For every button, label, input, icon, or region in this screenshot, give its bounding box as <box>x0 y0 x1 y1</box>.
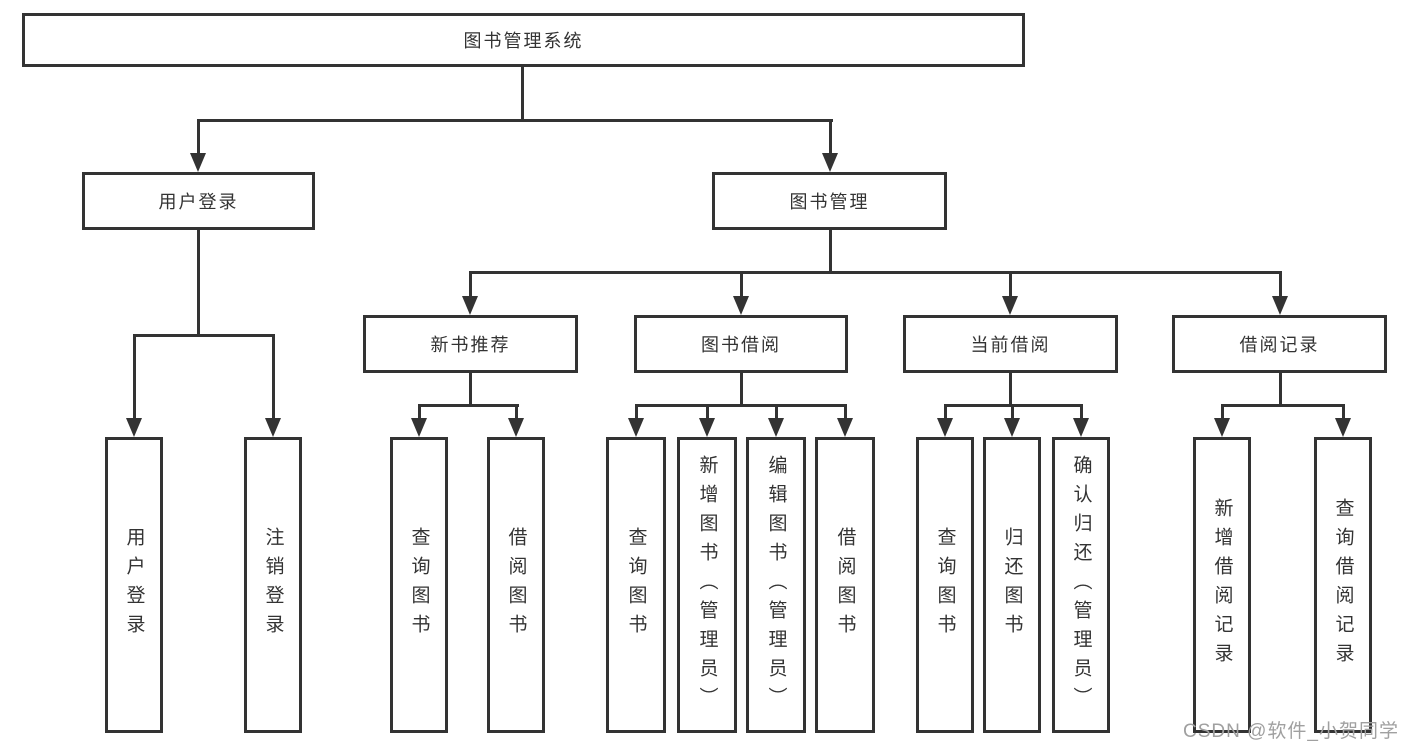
arrowhead-down <box>822 153 838 172</box>
node-borrow-records: 借阅记录 <box>1172 315 1387 373</box>
node-label: 图书管理 <box>789 192 870 212</box>
arrowhead-down <box>508 418 524 437</box>
connector-line <box>1009 371 1012 407</box>
leaf-label: 查询图书 <box>934 527 956 643</box>
leaf-query-borrow-record: 查询借阅记录 <box>1314 437 1372 733</box>
leaf-label: 归还图书 <box>1001 527 1023 643</box>
connector-line <box>515 404 518 421</box>
connector-line <box>272 334 275 422</box>
connector-line <box>1080 404 1083 421</box>
leaf-label: 用户登录 <box>123 527 145 643</box>
node-current-borrow: 当前借阅 <box>903 315 1118 373</box>
arrowhead-down <box>190 153 206 172</box>
leaf-query-books-recommend: 查询图书 <box>390 437 448 733</box>
leaf-label: 借阅图书 <box>834 527 856 643</box>
connector-line <box>1279 271 1282 299</box>
connector-line <box>1011 404 1014 421</box>
node-label: 用户登录 <box>158 192 239 212</box>
connector-line <box>1221 404 1345 407</box>
leaf-label: 确认归还（管理员） <box>1070 454 1092 716</box>
arrowhead-down <box>1002 296 1018 315</box>
arrowhead-down <box>265 418 281 437</box>
node-root-label: 图书管理系统 <box>463 31 584 51</box>
connector-line <box>829 119 832 159</box>
leaf-label: 借阅图书 <box>505 527 527 643</box>
connector-line <box>469 371 472 407</box>
connector-line <box>197 228 200 337</box>
leaf-query-books-current: 查询图书 <box>916 437 974 733</box>
arrowhead-down <box>462 296 478 315</box>
node-label: 图书借阅 <box>701 335 781 355</box>
arrowhead-down <box>937 418 953 437</box>
leaf-label: 查询图书 <box>408 527 430 643</box>
node-root: 图书管理系统 <box>22 13 1025 67</box>
connector-line <box>418 404 421 421</box>
leaf-label: 查询借阅记录 <box>1332 498 1354 672</box>
leaf-add-book-admin: 新增图书（管理员） <box>677 437 737 733</box>
leaf-borrow-books: 借阅图书 <box>815 437 875 733</box>
leaf-user-login: 用户登录 <box>105 437 163 733</box>
arrowhead-down <box>1272 296 1288 315</box>
leaf-return-books: 归还图书 <box>983 437 1041 733</box>
leaf-edit-book-admin: 编辑图书（管理员） <box>746 437 806 733</box>
connector-line <box>133 334 136 422</box>
node-book-management: 图书管理 <box>712 172 947 230</box>
node-new-book-recommend: 新书推荐 <box>363 315 578 373</box>
connector-line <box>469 271 1282 274</box>
arrowhead-down <box>1335 418 1351 437</box>
connector-line <box>829 228 832 274</box>
leaf-label: 新增图书（管理员） <box>696 454 718 716</box>
connector-line <box>944 404 947 421</box>
leaf-label: 编辑图书（管理员） <box>765 454 787 716</box>
connector-line <box>521 65 524 122</box>
leaf-label: 查询图书 <box>625 527 647 643</box>
watermark: CSDN @软件_小贺同学 <box>1183 721 1399 742</box>
arrowhead-down <box>699 418 715 437</box>
connector-line <box>775 404 778 421</box>
arrowhead-down <box>628 418 644 437</box>
leaf-query-books-borrow: 查询图书 <box>606 437 666 733</box>
connector-line <box>740 371 743 407</box>
connector-line <box>1342 404 1345 421</box>
connector-line <box>469 271 472 299</box>
arrowhead-down <box>768 418 784 437</box>
node-label: 当前借阅 <box>970 335 1051 355</box>
arrowhead-down <box>733 296 749 315</box>
node-label: 新书推荐 <box>430 335 511 355</box>
connector-line <box>635 404 847 407</box>
leaf-label: 注销登录 <box>262 527 284 643</box>
connector-line <box>197 119 200 159</box>
node-book-borrow: 图书借阅 <box>634 315 848 373</box>
leaf-label: 新增借阅记录 <box>1211 498 1233 672</box>
node-label: 借阅记录 <box>1239 335 1320 355</box>
connector-line <box>740 271 743 299</box>
arrowhead-down <box>1004 418 1020 437</box>
connector-line <box>635 404 638 421</box>
connector-line <box>844 404 847 421</box>
leaf-borrow-books-recommend: 借阅图书 <box>487 437 545 733</box>
connector-line <box>706 404 709 421</box>
leaf-logout: 注销登录 <box>244 437 302 733</box>
connector-line <box>418 404 519 407</box>
arrowhead-down <box>837 418 853 437</box>
node-user-login: 用户登录 <box>82 172 315 230</box>
arrowhead-down <box>411 418 427 437</box>
connector-line <box>1279 371 1282 407</box>
connector-line <box>1221 404 1224 421</box>
arrowhead-down <box>1073 418 1089 437</box>
connector-line <box>133 334 275 337</box>
connector-line <box>1009 271 1012 299</box>
arrowhead-down <box>1214 418 1230 437</box>
connector-line <box>197 119 833 122</box>
leaf-add-borrow-record: 新增借阅记录 <box>1193 437 1251 733</box>
arrowhead-down <box>126 418 142 437</box>
leaf-confirm-return-admin: 确认归还（管理员） <box>1052 437 1110 733</box>
